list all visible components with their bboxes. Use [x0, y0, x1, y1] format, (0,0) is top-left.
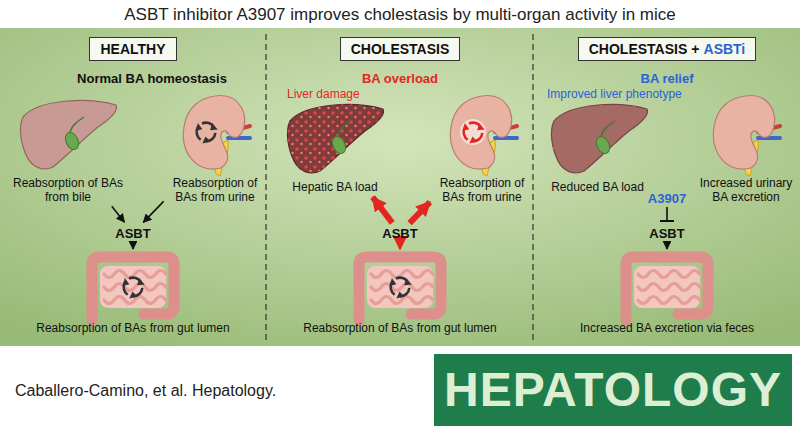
intestine-cholestatic	[359, 257, 441, 320]
drawing-part	[551, 105, 647, 173]
organ-node: Reabsorption of BAs from urine	[165, 92, 265, 205]
drawing-part	[63, 117, 84, 152]
node-text: Increased urinary BA excretion	[698, 177, 794, 205]
annotation-label: Improved liver phenotype	[547, 87, 682, 101]
node-text: Reabsorption of BAs from gut lumen	[33, 322, 233, 336]
node-text: ASBTi	[704, 41, 746, 57]
header-box: CHOLESTASIS +ASBTi	[578, 37, 757, 61]
kidney-cholestatic	[450, 96, 517, 176]
connector-arrow	[143, 201, 163, 222]
drawing-part	[386, 278, 412, 302]
node-text: ASBT	[649, 226, 684, 241]
drawing-part	[287, 105, 383, 173]
connector-arrow	[399, 244, 401, 250]
node-text: HEALTHY	[100, 41, 165, 57]
annotation-label: BA overload	[362, 71, 438, 86]
citation-caption: Caballero-Camino, et al. Hepatology.	[15, 382, 276, 400]
drawing-part	[119, 278, 145, 302]
drawing-part	[287, 105, 383, 173]
drawing-part	[359, 257, 441, 320]
drawing-part	[20, 101, 116, 169]
organ-node: Reduced BA load	[545, 101, 650, 195]
node-text: Reduced BA load	[545, 181, 650, 195]
header-box: CHOLESTASIS	[340, 37, 461, 61]
node-text: CHOLESTASIS	[351, 41, 450, 57]
node-text: ASBT	[115, 226, 150, 241]
inhibition-bar	[660, 220, 674, 222]
organ-node: Reabsorption of BAs from gut lumen	[300, 252, 500, 336]
drawing-part	[330, 121, 351, 156]
drawing-part	[551, 105, 647, 173]
header-box: HEALTHY	[89, 37, 176, 61]
node-text: Reabsorption of BAs from bile	[12, 177, 124, 205]
drawing-part	[713, 96, 780, 176]
annotation-label: Liver damage	[287, 87, 360, 101]
organ-node: Increased urinary BA excretion	[698, 92, 794, 205]
connector-arrow	[666, 244, 668, 250]
transporter-label: ASBT	[379, 225, 420, 242]
liver-cholestatic	[287, 105, 383, 173]
drawing-part	[594, 121, 615, 156]
annotation-label: BA relief	[641, 71, 694, 86]
column-divider	[532, 34, 533, 340]
connector-arrow	[410, 202, 430, 223]
intestine-healthy	[92, 257, 174, 320]
node-text: Reabsorption of BAs from urine	[432, 177, 532, 205]
drawing-part	[183, 96, 250, 176]
transporter-label: ASBT	[112, 225, 153, 242]
organ-node: Increased BA excretion via feces	[567, 252, 767, 336]
green-panel	[0, 28, 800, 346]
organ-node: Reabsorption of BAs from urine	[432, 92, 532, 205]
node-text: Reabsorption of BAs from gut lumen	[300, 322, 500, 336]
drawing-part	[192, 123, 218, 147]
node-text: Increased BA excretion via feces	[567, 322, 767, 336]
organ-node: Hepatic BA load	[280, 101, 390, 195]
kidney-treated	[713, 96, 780, 176]
inhibition-line	[666, 207, 668, 221]
intestine-treated	[626, 257, 708, 320]
liver-healthy	[20, 101, 116, 169]
organ-node: Reabsorption of BAs from gut lumen	[33, 252, 233, 336]
connector-arrow	[373, 197, 393, 223]
organ-node: Reabsorption of BAs from bile	[12, 97, 124, 205]
connector-arrow	[112, 206, 125, 222]
annotation-label: Normal BA homeostasis	[77, 71, 227, 86]
kidney-healthy	[183, 96, 250, 176]
drawing-part	[92, 257, 174, 320]
drawing-part	[450, 96, 517, 176]
column-divider	[265, 34, 266, 340]
journal-logo: HEPATOLOGY	[434, 354, 792, 426]
figure-title: ASBT inhibitor A3907 improves cholestasi…	[124, 5, 675, 25]
transporter-label: ASBT	[646, 225, 687, 242]
annotation-label: A3907	[648, 191, 686, 206]
node-text: ASBT	[382, 226, 417, 241]
liver-treated	[551, 105, 647, 173]
node-text: Hepatic BA load	[280, 181, 390, 195]
node-text: HEPATOLOGY	[444, 363, 782, 416]
node-text: CHOLESTASIS +	[589, 41, 700, 57]
drawing-part	[626, 257, 708, 320]
node-text: Reabsorption of BAs from urine	[165, 177, 265, 205]
drawing-part	[459, 123, 485, 147]
connector-arrow	[132, 244, 134, 250]
